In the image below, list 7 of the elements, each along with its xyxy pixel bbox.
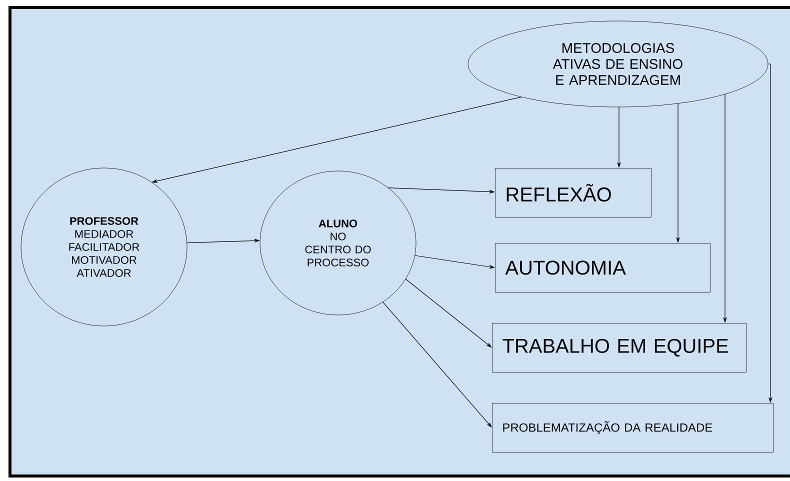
process-box: TRABALHO EM EQUIPE — [492, 323, 746, 372]
process-box: AUTONOMIA — [495, 243, 710, 292]
process-box: PROBLEMATIZAÇÃO DA REALIDADE — [492, 403, 774, 452]
ellipse-node: METODOLOGIAS ATIVAS DE ENSINO E APRENDIZAGEM — [468, 20, 768, 108]
process-box: REFLEXÃO — [495, 168, 652, 218]
circle-node: PROFESSOR MEDIADOR FACILITADOR MOTIVADOR ATIVADOR — [20, 168, 188, 326]
circle-node: ALUNO NO CENTRO DO PROCESSO — [260, 170, 416, 316]
